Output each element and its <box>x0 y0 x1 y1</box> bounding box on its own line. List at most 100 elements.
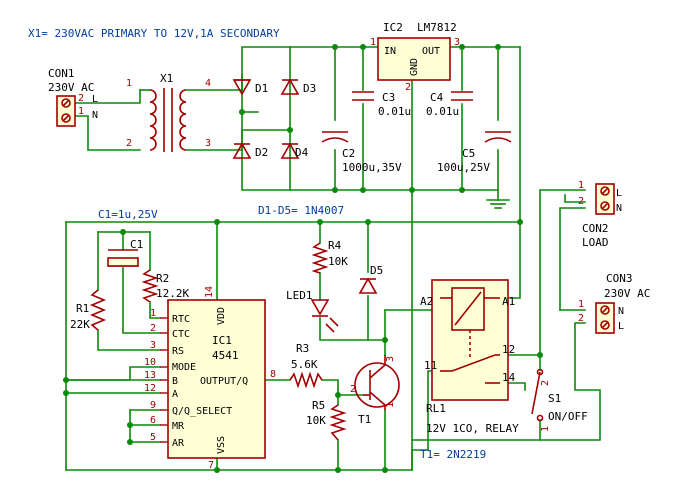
ic1-vdd: VDD <box>216 307 227 325</box>
c2-value: 1000u,35V <box>342 161 402 174</box>
x1-p2: 2 <box>126 138 132 149</box>
t1-p1: 1 <box>385 402 396 408</box>
ic1-p14: 14 <box>204 286 215 298</box>
con1-pin1: 1 <box>78 106 84 117</box>
r2-value: 12.2K <box>156 287 189 300</box>
ic1-pins <box>160 317 168 443</box>
ic1-p8: 8 <box>270 369 276 380</box>
rl1-value: 12V 1CO, RELAY <box>426 422 519 435</box>
d1-label: D1 <box>255 82 268 95</box>
r3-ref: R3 <box>296 342 309 355</box>
t1-p2: 2 <box>350 384 356 395</box>
ic2-ref: IC2 <box>383 21 403 34</box>
ic2-p1: 1 <box>370 37 376 48</box>
ic1-rs: RS <box>172 346 184 357</box>
x1-transformer <box>149 88 187 152</box>
ic1-p1: 1 <box>150 308 156 319</box>
ic1-p13: 13 <box>144 370 156 381</box>
diode-note: D1-D5= 1N4007 <box>258 204 344 217</box>
con1-connector <box>56 95 76 127</box>
ic1-rtc: RTC <box>172 314 190 325</box>
con2-n: N <box>616 203 622 214</box>
transistor-note: T1= 2N2219 <box>420 448 486 461</box>
ic1-p10: 10 <box>144 357 156 368</box>
con3-l: L <box>618 321 624 332</box>
rl1-a2: A2 <box>420 295 433 308</box>
con2-p2: 2 <box>578 196 584 207</box>
ic2-name: LM7812 <box>417 21 457 34</box>
r1-value: 22K <box>70 318 90 331</box>
r5-value: 10K <box>306 414 326 427</box>
ic2-p3: 3 <box>454 37 460 48</box>
s1-switch <box>531 368 544 422</box>
r4-ref: R4 <box>328 239 342 252</box>
rl1-a1: A1 <box>502 295 515 308</box>
ic1-p9: 9 <box>150 400 156 411</box>
ic2-regulator <box>377 37 451 81</box>
ic1-a: A <box>172 389 178 400</box>
rl1-p14: 14 <box>502 371 516 384</box>
c5-ref: C5 <box>462 147 475 160</box>
con1-value: 230V AC <box>48 81 94 94</box>
s1-p1: 1 <box>540 426 551 432</box>
ic1-p7: 7 <box>208 460 214 471</box>
ic1-p12: 12 <box>144 383 156 394</box>
wires <box>65 46 601 471</box>
t1-p3: 3 <box>385 356 396 362</box>
ic2-gnd: GND <box>409 58 420 76</box>
con3-p1: 1 <box>578 299 584 310</box>
ic1-vss: VSS <box>216 436 227 454</box>
s1-value: ON/OFF <box>548 410 588 423</box>
c3-value: 0.01u <box>378 105 411 118</box>
rl1-relay <box>431 279 509 401</box>
rl1-ref: RL1 <box>426 402 446 415</box>
resistors <box>89 242 347 441</box>
rl1-p11: 11 <box>424 359 437 372</box>
ic2-p2: 2 <box>405 82 411 93</box>
ic2-out: OUT <box>422 46 440 57</box>
x1-p4: 4 <box>205 78 211 89</box>
ic1-mr: MR <box>172 421 185 432</box>
d3-label: D3 <box>303 82 316 95</box>
x1-p1: 1 <box>126 78 132 89</box>
led1 <box>310 299 339 333</box>
r2-ref: R2 <box>156 272 169 285</box>
r4-value: 10K <box>328 255 348 268</box>
r3-value: 5.6K <box>291 358 318 371</box>
s1-ref: S1 <box>548 392 561 405</box>
x1-p3: 3 <box>205 138 211 149</box>
r5-ref: R5 <box>312 399 325 412</box>
junctions <box>63 44 543 473</box>
con1-l: L <box>92 94 98 105</box>
con2-connector <box>595 183 615 215</box>
cap-note: C1=1u,25V <box>98 208 158 221</box>
c4-value: 0.01u <box>426 105 459 118</box>
con1-ref: CON1 <box>48 67 75 80</box>
r1-ref: R1 <box>76 302 89 315</box>
ic1-ctc: CTC <box>172 329 190 340</box>
con2-ref: CON2 <box>582 222 609 235</box>
ic1-4541 <box>167 299 266 459</box>
x1-ref: X1 <box>160 72 173 85</box>
ic1-out: OUTPUT/Q <box>200 376 248 387</box>
c3-ref: C3 <box>382 91 395 104</box>
d4-label: D4 <box>295 146 309 159</box>
t1-transistor <box>354 355 400 410</box>
con1-pin2: 2 <box>78 93 84 104</box>
c5-value: 100u,25V <box>437 161 490 174</box>
ic1-name: 4541 <box>212 349 239 362</box>
ic1-mode: MODE <box>172 362 196 373</box>
ic1-p3: 3 <box>150 340 156 351</box>
ic1-ar: AR <box>172 438 185 449</box>
con3-value: 230V AC <box>604 287 650 300</box>
c2-ref: C2 <box>342 147 355 160</box>
con2-p1: 1 <box>578 180 584 191</box>
ic1-p2: 2 <box>150 323 156 334</box>
ic1-qsel: Q/Q_SELECT <box>172 406 232 417</box>
rl1-p12: 12 <box>502 343 515 356</box>
ic1-p6: 6 <box>150 415 156 426</box>
con3-p2: 2 <box>578 313 584 324</box>
con1-n: N <box>92 110 98 121</box>
